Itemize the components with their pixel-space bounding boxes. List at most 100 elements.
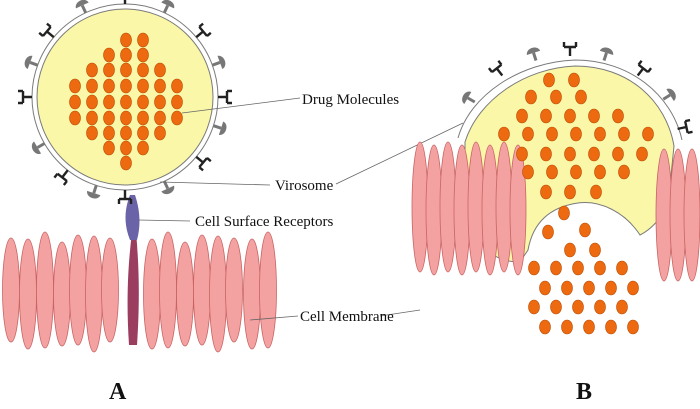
fusion-protein [161,0,175,14]
cell-membrane-a [2,231,277,353]
fusion-protein [662,88,676,101]
drug-molecule [69,94,81,110]
drug-molecule [572,260,584,276]
membrane-lipid [439,141,457,273]
membrane-lipid [495,141,513,273]
drug-molecule [137,47,149,63]
fusion-protein [75,0,89,14]
drug-molecule [540,146,552,162]
drug-molecule [516,108,528,124]
drug-molecule [137,62,149,78]
fusion-protein [211,55,226,70]
drug-molecule [550,299,562,315]
receptor-binding-protein [123,0,127,4]
membrane-lipid [509,144,527,276]
drug-molecule [171,78,183,94]
drug-molecule [612,146,624,162]
drug-molecule [120,32,132,48]
drug-molecule [561,280,573,296]
drug-molecule [594,126,606,142]
drug-molecule [516,146,528,162]
drug-molecule [570,164,582,180]
membrane-lipid [85,235,103,353]
drug-molecule [618,126,630,142]
drug-molecule [550,260,562,276]
drug-molecule [564,146,576,162]
membrane-lipid [467,141,485,273]
drug-molecule [540,184,552,200]
membrane-lipid [69,234,87,346]
drug-molecule [594,299,606,315]
panel-b-label: B [576,379,592,405]
drug-molecule [120,62,132,78]
membrane-lipid [225,237,243,343]
receptor-binding-protein [677,118,693,135]
drug-molecule [171,94,183,110]
drug-molecule [137,140,149,156]
drug-molecule [605,319,617,335]
drug-molecule [137,125,149,141]
receptor-binding-protein [218,89,232,105]
drug-molecule [69,78,81,94]
drug-molecule [86,62,98,78]
membrane-lipid [209,235,227,353]
drug-molecule [103,94,115,110]
drug-molecule [590,184,602,200]
drug-molecule [546,164,558,180]
drug-molecule [154,94,166,110]
drug-molecule [550,89,562,105]
drug-molecule [522,164,534,180]
drug-molecule [564,184,576,200]
drug-molecule [154,125,166,141]
drug-molecule [137,78,149,94]
drug-molecule [564,108,576,124]
drug-molecule [568,72,580,88]
drug-molecule [539,280,551,296]
fusion-protein [212,121,227,135]
drug-molecule [120,140,132,156]
drug-molecule [575,89,587,105]
membrane-lipid [36,231,54,349]
drug-molecule [103,125,115,141]
receptor-binding-protein [18,89,32,105]
membrane-lipid [259,231,277,349]
drug-molecule [594,260,606,276]
drug-molecule [616,260,628,276]
drug-molecule [579,222,591,238]
membrane-lipid [143,238,161,350]
membrane-lipid [411,141,429,273]
drug-molecule [525,89,537,105]
drug-molecule [86,110,98,126]
membrane-lipid [2,237,20,343]
drug-molecule [103,47,115,63]
drug-molecule [546,126,558,142]
cell-surface-receptors-label: Cell Surface Receptors [195,214,333,230]
drug-molecule [120,110,132,126]
drug-molecule [636,146,648,162]
leader-lines [137,97,464,321]
drug-molecule [561,319,573,335]
drug-molecule [103,78,115,94]
drug-molecule [583,319,595,335]
drug-molecule [627,319,639,335]
membrane-lipid [481,144,499,276]
drug-molecule [120,125,132,141]
cell-membrane-b [411,141,700,282]
drug-molecule [154,78,166,94]
drug-molecule [588,146,600,162]
drug-molecule [528,299,540,315]
drug-molecule [69,110,81,126]
drug-molecule [120,94,132,110]
drug-molecule [154,62,166,78]
drug-molecule [542,224,554,240]
receptor-binding-protein [38,22,55,39]
drug-molecule [572,299,584,315]
drug-molecule [528,260,540,276]
membrane-lipid [176,241,194,347]
fusion-protein [462,91,476,105]
drug-molecule [137,94,149,110]
membrane-lipid [159,231,177,349]
drug-molecule [558,205,570,221]
receptor-binding-protein [562,42,578,56]
drug-molecule [171,110,183,126]
